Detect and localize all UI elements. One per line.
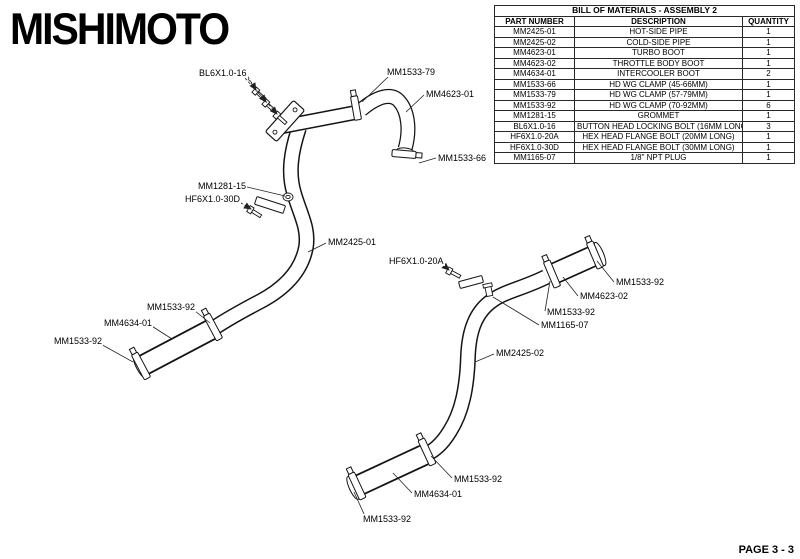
bom-qty: 3	[741, 120, 796, 132]
bom-desc: HD WG CLAMP (57-79MM)	[574, 89, 743, 101]
bom-part: MM4623-01	[494, 47, 575, 59]
part-callout: MM1533-66	[437, 153, 488, 163]
part-callout: BL6X1.0-16	[198, 68, 248, 78]
bom-qty: 1	[741, 57, 796, 69]
bom-part: HF6X1.0-20A	[494, 131, 575, 143]
bom-qty: 1	[741, 78, 796, 90]
bom-qty: 2	[741, 68, 796, 80]
bom-desc: COLD-SIDE PIPE	[574, 36, 743, 48]
bom-desc: HEX HEAD FLANGE BOLT (20MM LONG)	[574, 131, 743, 143]
part-callout: MM1165-07	[540, 320, 590, 330]
part-callout: MM2425-01	[327, 237, 378, 247]
part-callout: MM1533-92	[146, 302, 197, 312]
hot-pipe-bracket	[254, 196, 286, 214]
bom-qty: 6	[741, 99, 796, 111]
bom-part: MM4634-01	[494, 68, 575, 80]
part-callout: MM1533-92	[362, 514, 413, 524]
bom-desc: GROMMET	[574, 110, 743, 122]
page-number: PAGE 3 - 3	[738, 544, 794, 556]
bom-desc: BUTTON HEAD LOCKING BOLT (16MM LONG)	[574, 120, 743, 132]
bom-part: MM1533-92	[494, 99, 575, 111]
part-callout: HF6X1.0-30D	[184, 194, 242, 204]
bom-header-row: PART NUMBER DESCRIPTION QUANTITY	[494, 15, 796, 27]
part-callout: MM2425-02	[495, 348, 546, 358]
part-callout: MM1533-92	[546, 307, 597, 317]
part-callout: MM1533-79	[386, 67, 437, 77]
bom-qty: 1	[741, 131, 796, 143]
bom-part: MM1533-79	[494, 89, 575, 101]
npt-plug-detail	[482, 282, 494, 298]
bom-part: MM4623-02	[494, 57, 575, 69]
bom-part: MM2425-02	[494, 36, 575, 48]
bom-desc: TURBO BOOT	[574, 47, 743, 59]
bom-desc: HD WG CLAMP (45-66MM)	[574, 78, 743, 90]
bom-title-row: BILL OF MATERIALS - ASSEMBLY 2	[493, 5, 796, 17]
bom-col-description: DESCRIPTION	[574, 15, 743, 27]
part-callout: MM4634-01	[413, 489, 464, 499]
bom-desc: INTERCOOLER BOOT	[574, 68, 743, 80]
cold-pipe-bracket	[458, 275, 484, 289]
part-callout: MM4623-01	[425, 89, 476, 99]
mishimoto-logo: MISHIMOTO	[10, 4, 230, 54]
bom-qty: 1	[741, 110, 796, 122]
bom-qty: 1	[741, 36, 796, 48]
bom-desc: THROTTLE BODY BOOT	[574, 57, 743, 69]
part-callout: MM1533-92	[53, 336, 104, 346]
bom-part: MM1165-07	[494, 152, 575, 164]
bom-desc: HEX HEAD FLANGE BOLT (30MM LONG)	[574, 141, 743, 153]
cold-side-pipe-drawing	[353, 253, 600, 488]
part-callout: MM4623-02	[579, 291, 630, 301]
part-callout: MM1281-15	[197, 181, 248, 191]
part-callout: HF6X1.0-20A	[388, 256, 445, 266]
bom-part: MM2425-01	[494, 26, 575, 38]
bill-of-materials-table: BILL OF MATERIALS - ASSEMBLY 2 PART NUMB…	[493, 5, 796, 164]
bom-qty: 1	[741, 26, 796, 38]
bom-part: HF6X1.0-30D	[494, 141, 575, 153]
bom-desc: HD WG CLAMP (70-92MM)	[574, 99, 743, 111]
bom-qty: 1	[741, 47, 796, 59]
bom-qty: 1	[741, 152, 796, 164]
bom-qty: 1	[741, 89, 796, 101]
bom-qty: 1	[741, 141, 796, 153]
bom-col-quantity: QUANTITY	[741, 15, 796, 27]
bom-desc: HOT-SIDE PIPE	[574, 26, 743, 38]
part-callout: MM1533-92	[615, 277, 666, 287]
bom-title: BILL OF MATERIALS - ASSEMBLY 2	[493, 5, 796, 17]
bom-part: MM1533-66	[494, 78, 575, 90]
bom-desc: 1/8" NPT PLUG	[574, 152, 743, 164]
bom-part: BL6X1.0-16	[494, 120, 575, 132]
grommet-detail	[282, 192, 294, 202]
bom-part: MM1281-15	[494, 110, 575, 122]
part-callout: MM4634-01	[103, 318, 154, 328]
part-callout: MM1533-92	[453, 474, 504, 484]
bom-col-part-number: PART NUMBER	[494, 15, 575, 27]
